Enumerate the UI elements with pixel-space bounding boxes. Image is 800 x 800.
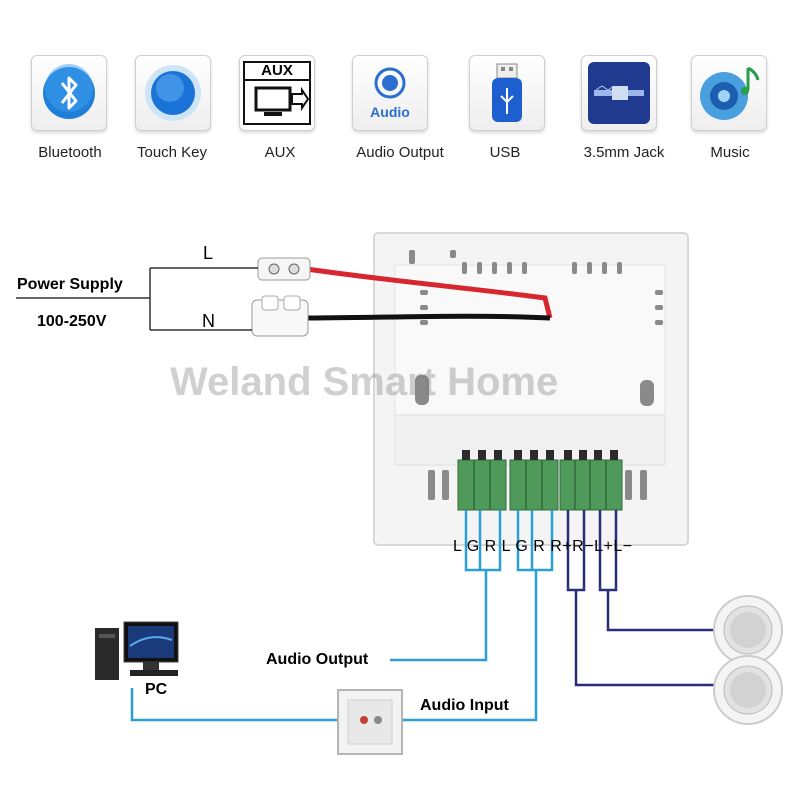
feature-music: [690, 55, 768, 131]
pc-icon: [95, 621, 179, 680]
label-audio-output: Audio Output: [356, 144, 444, 161]
jack-icon: [581, 55, 657, 131]
pc-label: PC: [145, 681, 168, 698]
music-icon: [691, 55, 767, 131]
touch-key-icon: [135, 55, 211, 131]
speaker-top: [713, 595, 783, 665]
panel-vents: [409, 250, 663, 500]
pc-cable: [130, 688, 338, 722]
neutral-label: N: [202, 311, 215, 331]
bluetooth-icon: [31, 55, 107, 131]
terminal-blocks: [457, 459, 623, 511]
wall-socket: [337, 689, 403, 755]
speaker-cables: [566, 510, 716, 687]
label-bluetooth: Bluetooth: [38, 144, 102, 161]
feature-audio-output: Audio: [351, 55, 429, 131]
speaker-bottom: [713, 655, 783, 725]
feature-aux: AUX: [238, 55, 316, 131]
audio-tile-text: Audio: [370, 104, 410, 120]
power-connector-neutral: [251, 295, 309, 337]
feature-touch-key: [134, 55, 212, 131]
voltage-label: 100-250V: [37, 313, 107, 330]
live-label: L: [203, 243, 214, 263]
label-jack: 3.5mm Jack: [583, 144, 665, 161]
power-connector-live: [257, 257, 311, 281]
label-usb: USB: [489, 144, 521, 161]
feature-usb: [468, 55, 546, 131]
live-wire: [299, 265, 553, 319]
label-music: Music: [710, 144, 750, 161]
terminal-labels: L G R L G R R+R−L+L−: [453, 538, 633, 555]
audio-output-cable: [390, 510, 502, 662]
usb-icon: [469, 55, 545, 131]
label-aux: AUX: [264, 144, 296, 161]
feature-jack: [580, 55, 658, 131]
feature-bluetooth: [30, 55, 108, 131]
audio-output-label: Audio Output: [266, 651, 369, 668]
neutral-wire: [299, 313, 551, 321]
supply-line-l: [149, 267, 258, 330]
audio-output-icon: Audio: [352, 55, 428, 131]
aux-icon: AUX: [239, 55, 315, 131]
power-supply-label: Power Supply: [17, 276, 123, 293]
aux-tile-text: AUX: [261, 62, 293, 79]
label-touch-key: Touch Key: [136, 144, 208, 161]
watermark: Weland Smart Home: [170, 360, 559, 404]
audio-input-label: Audio Input: [420, 697, 509, 714]
audio-input-cable: [402, 510, 554, 722]
